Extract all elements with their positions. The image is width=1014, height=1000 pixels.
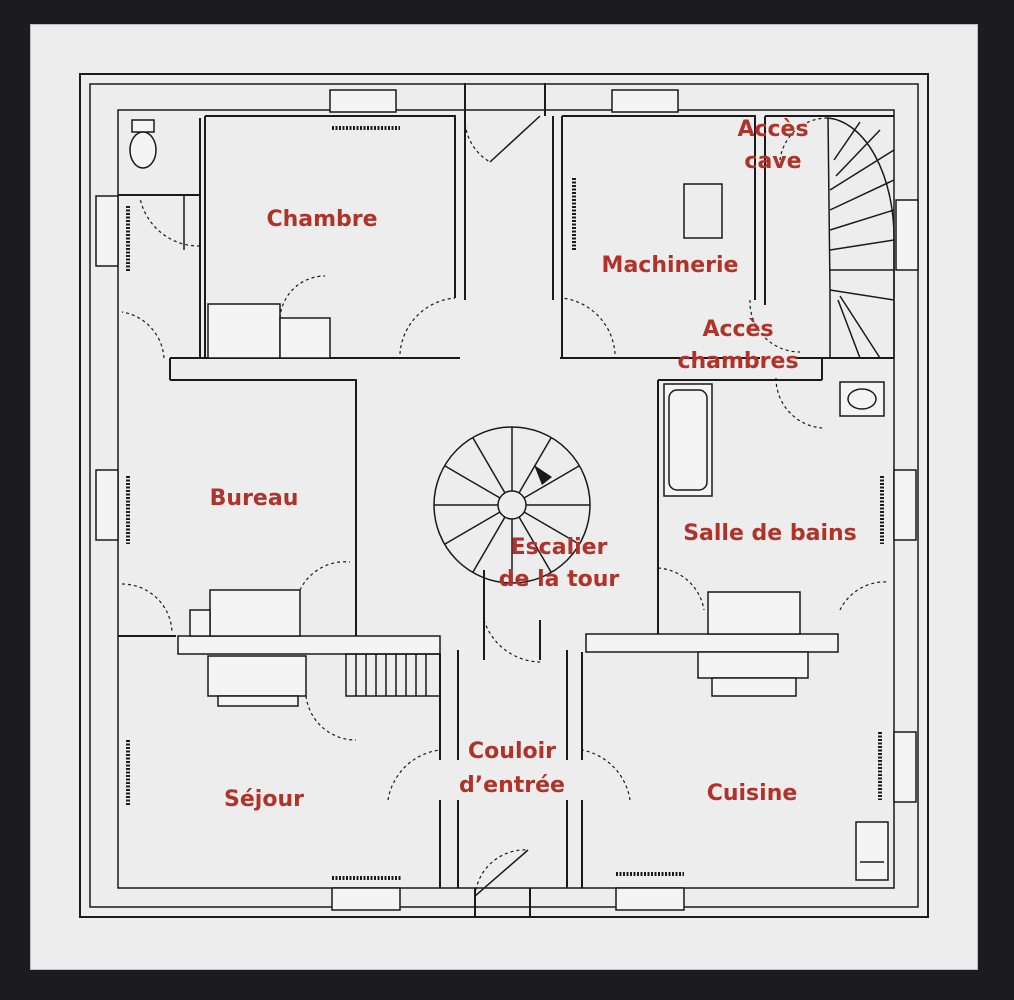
floor-plan: Chambre Machinerie Accès cave Accès cham…: [79, 73, 929, 918]
label-bureau: Bureau: [210, 486, 299, 511]
label-couloir-line1: Couloir: [468, 739, 556, 764]
room-labels: Chambre Machinerie Accès cave Accès cham…: [210, 117, 857, 812]
label-acces-cave-line1: Accès: [737, 117, 808, 142]
interior-walls: [118, 83, 894, 917]
label-escalier-line2: de la tour: [499, 567, 620, 592]
label-chambre: Chambre: [266, 207, 377, 232]
sink-icon: [839, 381, 885, 417]
bathtub-icon: [663, 383, 713, 497]
spiral-staircase-icon: [433, 426, 591, 584]
label-cuisine: Cuisine: [707, 781, 798, 806]
label-escalier-line1: Escalier: [511, 535, 608, 560]
stove-icon: [855, 821, 889, 881]
door-swings: [121, 115, 889, 897]
floor-plan-board: Chambre Machinerie Accès cave Accès cham…: [30, 24, 978, 970]
label-acces-cave-line2: cave: [744, 149, 801, 174]
label-acces-chambres-line2: chambres: [677, 349, 798, 374]
label-machinerie: Machinerie: [602, 253, 739, 278]
cellar-staircase-icon: [827, 117, 895, 359]
label-sejour: Séjour: [224, 787, 304, 812]
fixtures: [129, 119, 889, 881]
windows: [95, 89, 919, 911]
label-acces-chambres-line1: Accès: [702, 317, 773, 342]
label-couloir-line2: d’entrée: [459, 773, 565, 798]
label-salle-de-bains: Salle de bains: [683, 521, 857, 546]
radiators: [126, 126, 884, 880]
toilet-icon: [129, 119, 157, 169]
